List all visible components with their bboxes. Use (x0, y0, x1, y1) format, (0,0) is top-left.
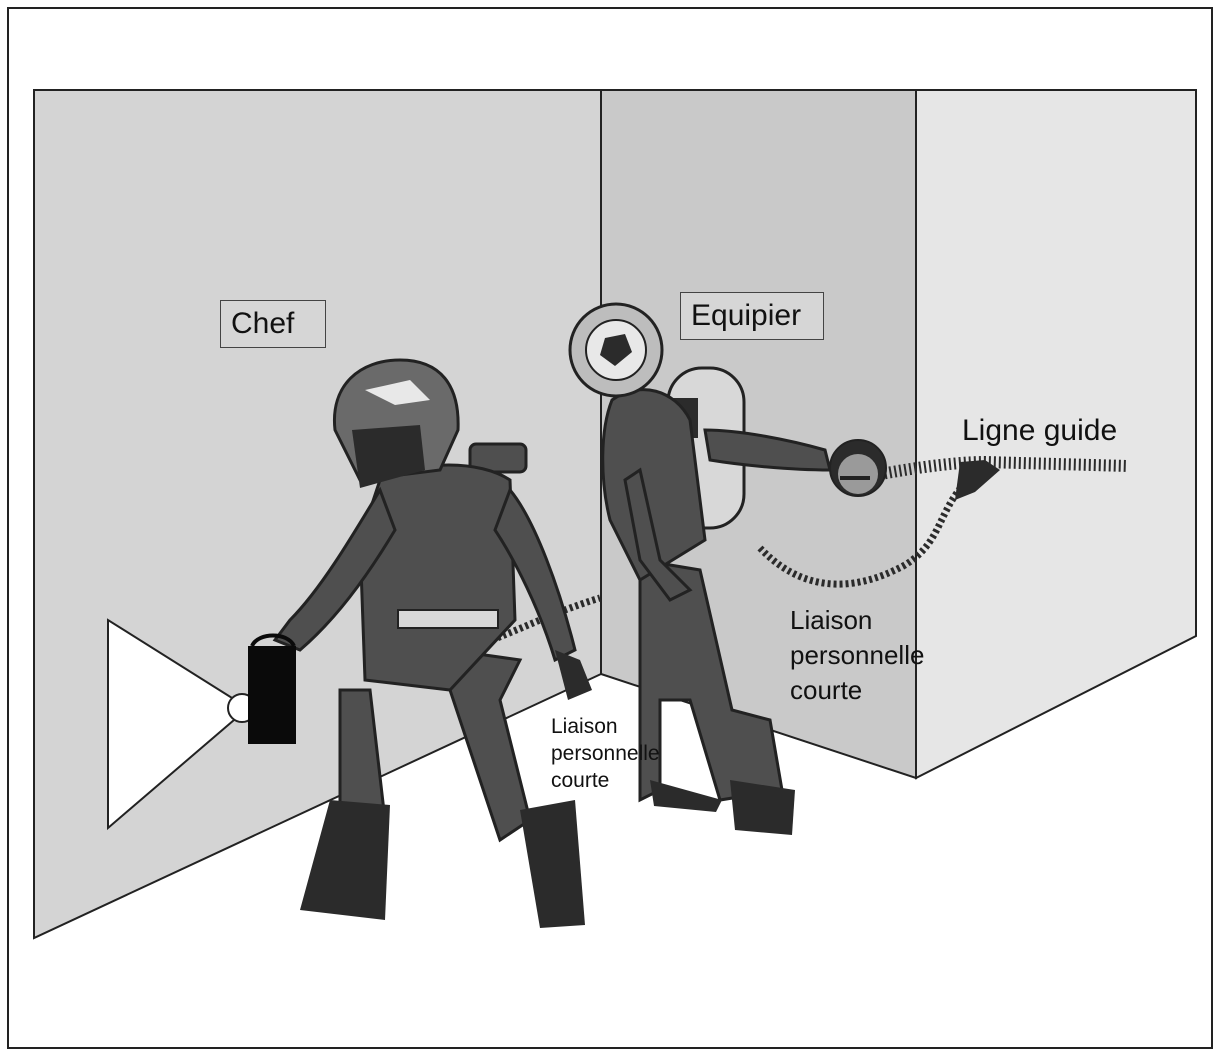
label-liaison-right-line1: Liaison (790, 603, 924, 638)
label-liaison-right-line3: courte (790, 673, 924, 708)
label-liaison-left-line3: courte (551, 767, 660, 794)
label-ligne-guide: Ligne guide (962, 414, 1117, 448)
label-liaison-right: Liaison personnelle courte (790, 603, 924, 708)
label-equipier: Equipier (680, 292, 824, 340)
label-liaison-left-line1: Liaison (551, 713, 660, 740)
label-liaison-right-line2: personnelle (790, 638, 924, 673)
label-liaison-left-line2: personnelle (551, 740, 660, 767)
label-chef: Chef (220, 300, 326, 348)
label-liaison-left: Liaison personnelle courte (551, 713, 660, 794)
